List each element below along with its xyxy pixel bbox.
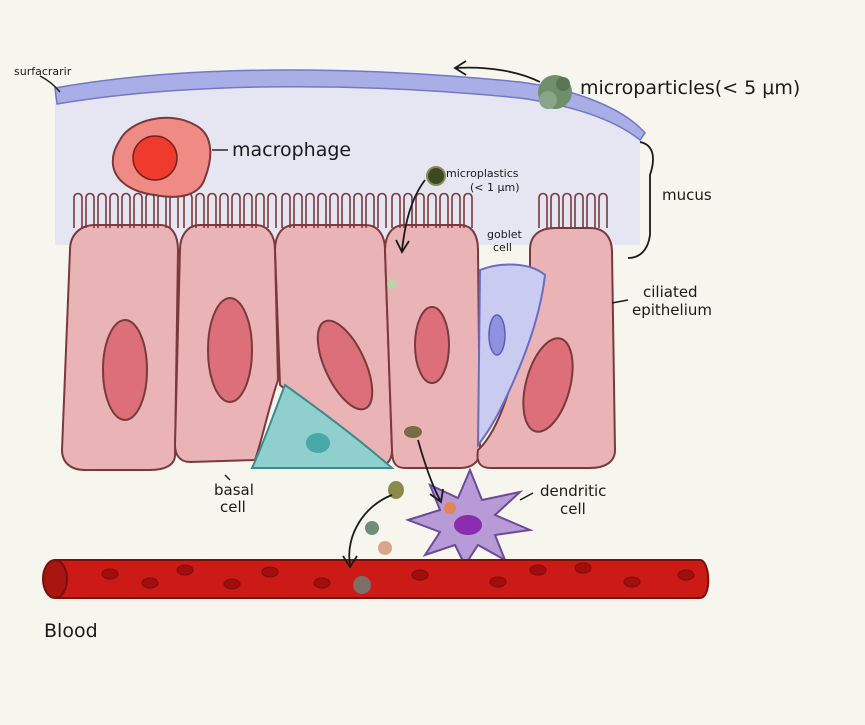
label-dendritic: dendritic bbox=[540, 482, 606, 500]
nucleus bbox=[103, 320, 147, 420]
label-surfactant: surfacrarir bbox=[14, 65, 72, 78]
nucleus bbox=[133, 136, 177, 180]
label-goblet: goblet bbox=[487, 228, 523, 241]
red-blood-cell bbox=[624, 577, 640, 587]
particle-in-blood bbox=[353, 576, 371, 594]
nucleus bbox=[415, 307, 449, 383]
microparticle-large bbox=[538, 75, 572, 109]
particle-in-cell bbox=[387, 279, 397, 289]
red-blood-cell bbox=[412, 570, 428, 580]
red-blood-cell bbox=[314, 578, 330, 588]
label-goblet-cell: cell bbox=[493, 241, 512, 254]
label-microplastics-size: (< 1 μm) bbox=[470, 181, 520, 194]
particle-below-cell bbox=[404, 426, 422, 438]
label-microparticles: microparticles(< 5 μm) bbox=[580, 77, 800, 99]
engulfed-particle bbox=[444, 502, 456, 514]
particle-free-2 bbox=[365, 521, 379, 535]
label-mucus: mucus bbox=[662, 186, 712, 204]
macrophage bbox=[113, 118, 210, 197]
label-basal: basal bbox=[214, 481, 254, 499]
label-dendritic-cell: cell bbox=[560, 500, 586, 518]
red-blood-cell bbox=[142, 578, 158, 588]
red-blood-cell bbox=[678, 570, 694, 580]
dendritic-cell bbox=[408, 470, 530, 565]
red-blood-cell bbox=[262, 567, 278, 577]
epithelial-cell-4 bbox=[385, 225, 480, 468]
nucleus bbox=[489, 315, 505, 355]
nucleus bbox=[306, 433, 330, 453]
label-basal-cell: cell bbox=[220, 498, 246, 516]
blood-vessel bbox=[43, 560, 708, 598]
red-blood-cell bbox=[177, 565, 193, 575]
red-blood-cell bbox=[490, 577, 506, 587]
microplastic-particle bbox=[427, 167, 445, 185]
particle-free-3 bbox=[378, 541, 392, 555]
nucleus bbox=[454, 515, 482, 535]
label-blood: Blood bbox=[44, 620, 98, 642]
label-microplastics: microplastics bbox=[446, 167, 519, 180]
epithelial-cell-1 bbox=[62, 225, 178, 470]
red-blood-cell bbox=[224, 579, 240, 589]
red-blood-cell bbox=[530, 565, 546, 575]
nucleus bbox=[208, 298, 252, 402]
red-blood-cell bbox=[102, 569, 118, 579]
vessel-opening bbox=[43, 560, 67, 598]
label-epithelium: epithelium bbox=[632, 301, 712, 319]
red-blood-cell bbox=[575, 563, 591, 573]
label-macrophage: macrophage bbox=[232, 139, 351, 161]
epithelial-cell-2 bbox=[175, 225, 278, 462]
label-ciliated: ciliated bbox=[643, 283, 698, 301]
